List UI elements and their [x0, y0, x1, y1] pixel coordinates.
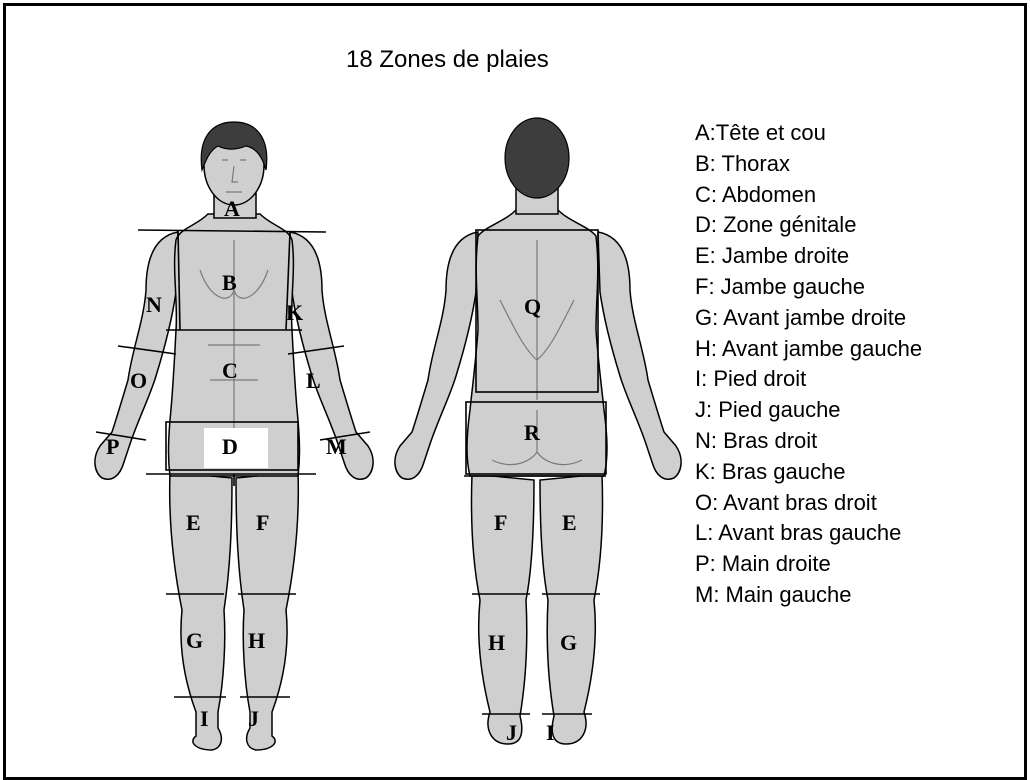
front-zone-label-k: K — [286, 300, 303, 325]
front-zone-label-m: M — [326, 434, 347, 459]
front-body-figure: A B C D E F G H I J K L M N O P — [95, 122, 373, 750]
front-zone-label-n: N — [146, 292, 162, 317]
front-zone-label-o: O — [130, 368, 147, 393]
back-body-figure: Q R F E H G J I — [395, 118, 681, 745]
back-zone-label-f: F — [494, 510, 507, 535]
back-zone-label-q: Q — [524, 294, 541, 319]
front-zone-label-i: I — [200, 706, 209, 731]
front-zone-label-g: G — [186, 628, 203, 653]
front-zone-label-p: P — [106, 434, 119, 459]
front-zone-label-h: H — [248, 628, 265, 653]
back-head-hair — [505, 118, 569, 198]
front-zone-label-d: D — [222, 434, 238, 459]
front-zone-label-a: A — [224, 196, 240, 221]
back-right-arm — [598, 232, 681, 479]
front-zone-label-e: E — [186, 510, 201, 535]
back-zone-label-j: J — [506, 720, 517, 745]
front-zone-label-j: J — [248, 706, 259, 731]
back-zone-label-r: R — [524, 420, 541, 445]
front-zone-label-c: C — [222, 358, 238, 383]
front-zone-label-l: L — [306, 368, 321, 393]
front-zone-label-b: B — [222, 270, 237, 295]
front-zone-label-f: F — [256, 510, 269, 535]
back-zone-label-i: I — [546, 720, 555, 745]
back-zone-label-g: G — [560, 630, 577, 655]
back-zone-label-e: E — [562, 510, 577, 535]
back-zone-label-h: H — [488, 630, 505, 655]
